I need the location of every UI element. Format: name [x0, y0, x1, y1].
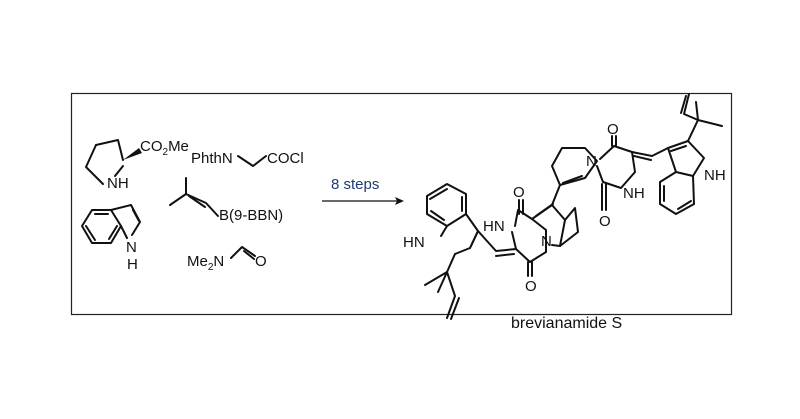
9-bbn-label: B(9-BBN) — [219, 207, 283, 224]
proline-nh-label: NH — [107, 175, 129, 192]
left-dkp-n-label: N — [541, 233, 552, 250]
right-indole-nh-label: NH — [704, 167, 726, 184]
phthn-label: PhthN — [191, 150, 233, 167]
prenyl-borane-structure: B(9-BBN) — [169, 177, 283, 224]
arrow-label: 8 steps — [331, 176, 379, 193]
proline-ester-label: CO2Me — [140, 138, 189, 158]
right-dkp-nh-label: NH — [623, 185, 645, 202]
indole-structure: N H — [81, 204, 141, 273]
me2n-label: Me2N — [187, 253, 224, 273]
cocl-label: COCl — [267, 150, 304, 167]
left-dkp-o-bottom-label: O — [525, 278, 537, 295]
product-name: brevianamide S — [511, 315, 622, 332]
proline-ester-structure: CO2Me NH — [85, 138, 189, 192]
brevianamide-s-structure: HN O HN O N N O O NH — [403, 93, 726, 332]
scheme-border — [70, 92, 733, 316]
indole-n-label: N — [126, 239, 137, 256]
right-dkp-n-label: N — [586, 153, 597, 170]
dmf-o-label: O — [255, 253, 267, 270]
left-dkp-o-top-label: O — [513, 184, 525, 201]
left-dkp-hn-label: HN — [483, 218, 505, 235]
left-indole-hn-label: HN — [403, 234, 425, 251]
indole-h-label: H — [127, 256, 138, 273]
reaction-arrow: 8 steps — [322, 176, 404, 205]
right-dkp-o-bottom-label: O — [599, 213, 611, 230]
right-dkp-o-top-label: O — [607, 121, 619, 138]
wedge-bond — [123, 148, 142, 160]
phthalimide-reagent-structure: PhthN COCl — [191, 150, 304, 167]
dmf-structure: Me2N O — [187, 246, 267, 273]
